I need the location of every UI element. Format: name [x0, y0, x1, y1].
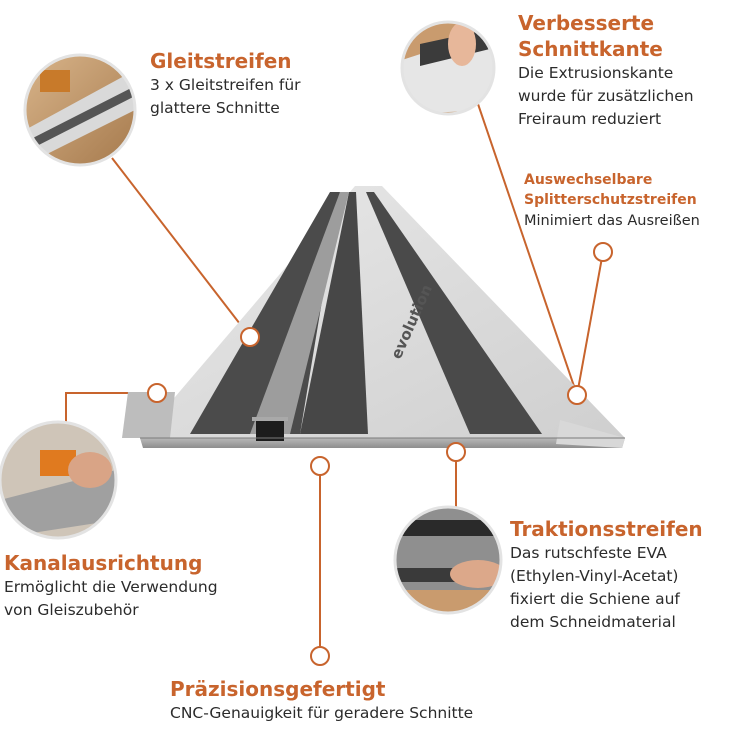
feature-description: 3 x Gleitstreifen für glattere Schnitte — [150, 76, 301, 117]
hotspot-traktion — [446, 442, 466, 462]
hotspot-kanal — [147, 383, 167, 403]
hotspot-praezision-end — [310, 646, 330, 666]
leader-schnittkante — [477, 103, 578, 396]
feature-gleitstreifen: Gleitstreifen 3 x Gleitstreifen für glat… — [150, 48, 301, 120]
feature-description: Das rutschfeste EVA (Ethylen-Vinyl-Aceta… — [510, 544, 680, 631]
feature-title: Gleitstreifen — [150, 49, 292, 73]
hotspot-splitterschutz — [593, 242, 613, 262]
feature-title: Präzisionsgefertigt — [170, 677, 386, 701]
inset-photo-schnittkante — [402, 22, 494, 114]
feature-description: Ermöglicht die Verwendung von Gleiszubeh… — [4, 578, 218, 619]
feature-kanalausrichtung: Kanalausrichtung Ermöglicht die Verwendu… — [4, 550, 218, 622]
feature-title: Auswechselbare Splitterschutzstreifen — [524, 172, 697, 208]
rail-front-face — [140, 438, 625, 448]
feature-description: CNC-Genauigkeit für geradere Schnitte — [170, 704, 474, 722]
rail-left-lip — [122, 392, 175, 438]
hotspot-gleitstreifen — [240, 327, 260, 347]
hotspot-schnittkante — [567, 385, 587, 405]
feature-title: Traktionsstreifen — [510, 517, 703, 541]
guide-rail — [122, 186, 625, 448]
leader-lines — [65, 103, 604, 656]
glide-strip-3 — [366, 192, 542, 434]
feature-schnittkante: Verbesserte Schnittkante Die Extrusionsk… — [518, 10, 694, 131]
feature-traktionsstreifen: Traktionsstreifen Das rutschfeste EVA (E… — [510, 516, 703, 634]
feature-description: Minimiert das Ausreißen — [524, 213, 700, 229]
feature-title: Verbesserte Schnittkante — [518, 11, 663, 61]
inset-photo-gleitstreifen — [25, 55, 135, 165]
glide-strip-2 — [300, 192, 368, 434]
feature-praezisionsgefertigt: Präzisionsgefertigt CNC-Genauigkeit für … — [170, 676, 473, 725]
feature-splitterschutz: Auswechselbare Splitterschutzstreifen Mi… — [524, 170, 700, 233]
feature-title: Kanalausrichtung — [4, 551, 203, 575]
channel-gap — [250, 192, 349, 434]
splinter-strip — [556, 420, 625, 448]
channel-rim — [252, 417, 288, 421]
feature-description: Die Extrusionskante wurde für zusätzlich… — [518, 64, 694, 128]
leader-kanal — [65, 392, 157, 424]
leader-splitterschutz — [576, 251, 604, 396]
leader-gleitstreifen — [111, 157, 251, 338]
hotspot-praezision — [310, 456, 330, 476]
inset-photo-kanal — [0, 422, 116, 538]
hotspot-markers — [147, 242, 613, 666]
center-channel — [256, 419, 284, 441]
